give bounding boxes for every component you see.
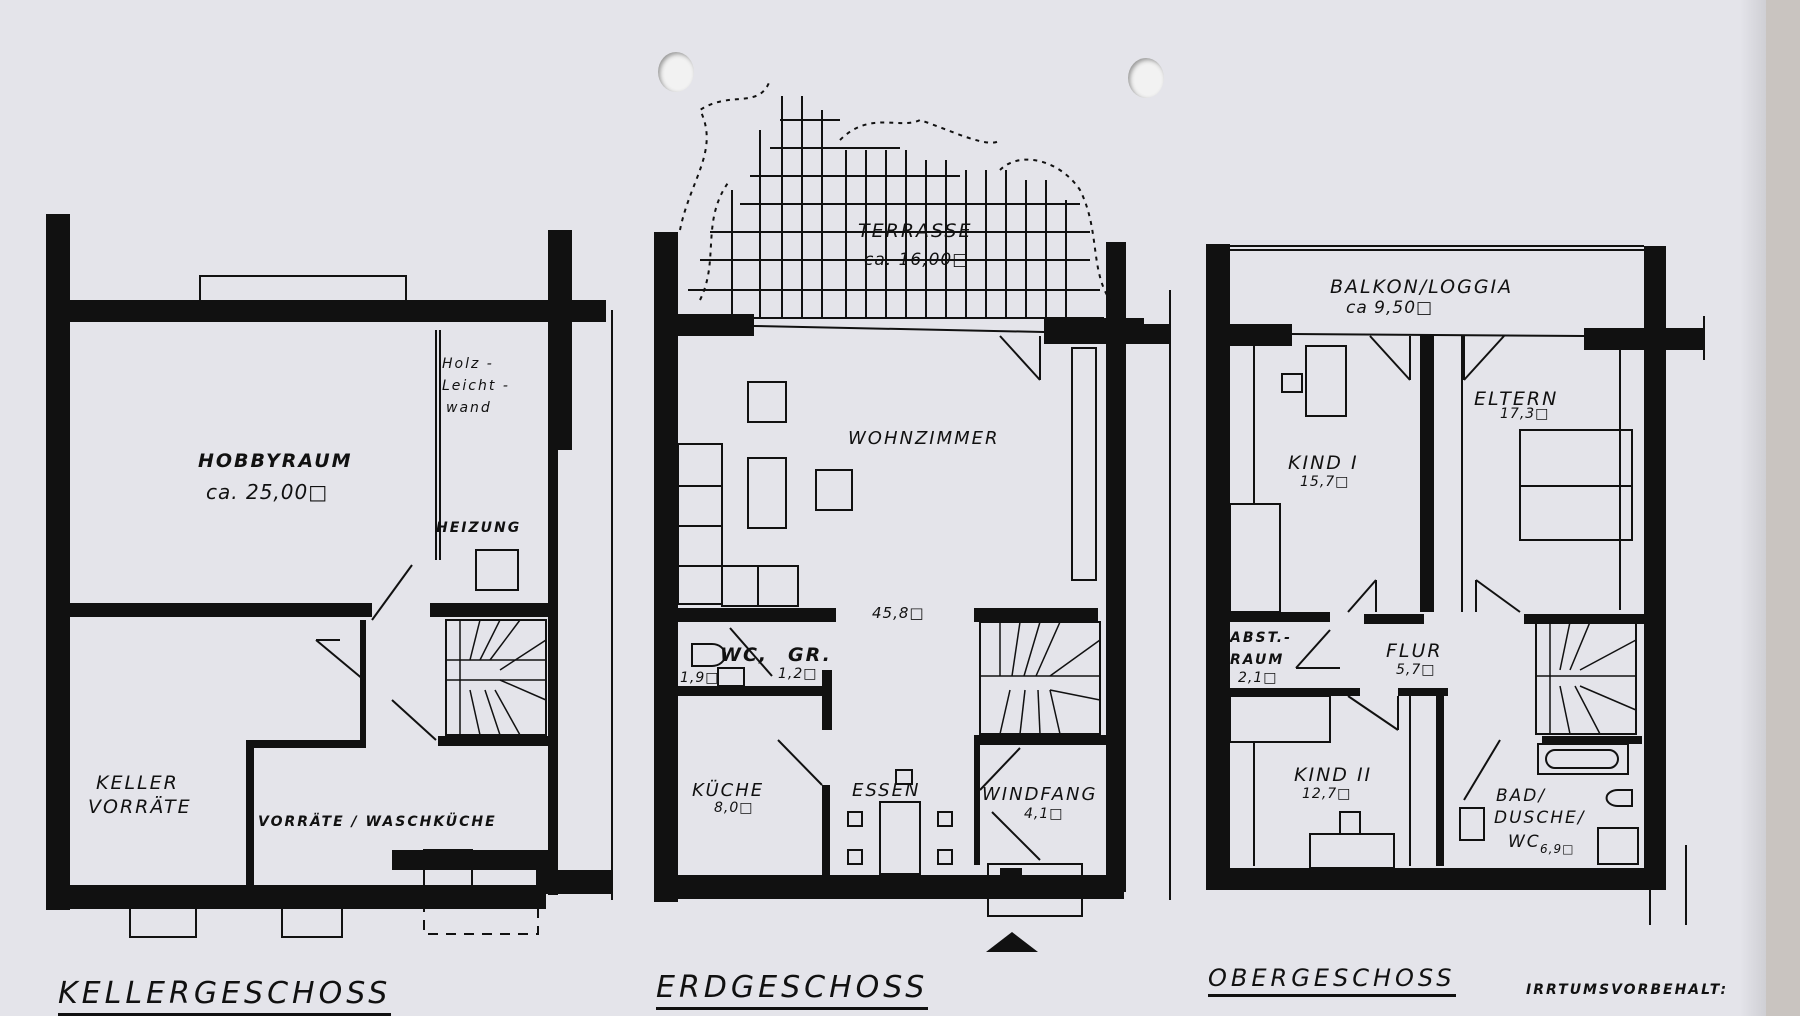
punch-hole <box>658 52 694 92</box>
room-label-abstellraum-raum: RAUM <box>1230 652 1285 668</box>
room-area-flur: 5,7□ <box>1396 662 1436 678</box>
floor-title-text: KELLERGESCHOSS <box>58 976 392 1016</box>
room-area-kueche: 8,0□ <box>714 800 754 816</box>
room-label-flur: FLUR <box>1386 640 1443 662</box>
floor-title-obergeschoss: OBERGESCHOSS <box>1208 964 1456 997</box>
room-label-dusche: DUSCHE/ <box>1494 808 1586 828</box>
floor-title-kellergeschoss: KELLERGESCHOSS <box>58 976 392 1016</box>
room-area-bad: 6,9□ <box>1540 842 1575 856</box>
room-label-waschkueche: VORRÄTE / WASCHKÜCHE <box>258 814 497 830</box>
punch-hole <box>1128 58 1164 98</box>
background-wall <box>1766 0 1800 1016</box>
room-area-eltern: 17,3□ <box>1500 406 1550 422</box>
floor-title-text: ERDGESCHOSS <box>656 970 929 1010</box>
room-area-balkon: ca 9,50□ <box>1346 298 1434 318</box>
room-label-gr: GR. <box>788 644 832 666</box>
room-label-kind1: KIND I <box>1288 452 1359 474</box>
room-area-kind1: 15,7□ <box>1300 474 1350 490</box>
floor-title-erdgeschoss: ERDGESCHOSS <box>656 970 929 1010</box>
room-label-wc: WC, <box>720 644 769 666</box>
room-label-abstellraum: ABST.- <box>1230 630 1292 646</box>
room-label-keller: KELLER <box>96 772 179 794</box>
room-label-heizung: HEIZUNG <box>436 520 522 536</box>
room-area-abstellraum: 2,1□ <box>1238 670 1278 686</box>
room-label-bad: BAD/ <box>1496 786 1547 806</box>
room-label-kind2: KIND II <box>1294 764 1373 786</box>
room-label-essen: ESSEN <box>852 780 921 801</box>
room-label-eltern: ELTERN <box>1474 388 1559 410</box>
annotation-wand: wand <box>446 400 492 416</box>
room-area-hobbyraum: ca. 25,00□ <box>206 480 329 504</box>
room-area-gr: 1,2□ <box>778 666 818 682</box>
room-label-windfang: WINDFANG <box>982 784 1098 805</box>
room-area-kind2: 12,7□ <box>1302 786 1352 802</box>
annotation-holz: Holz - <box>442 356 494 372</box>
room-label-wohnzimmer: WOHNZIMMER <box>848 428 1000 449</box>
room-area-windfang: 4,1□ <box>1024 806 1064 822</box>
paper-edge <box>1740 0 1766 1016</box>
room-label-hobbyraum: HOBBYRAUM <box>198 450 353 472</box>
room-area-terrasse: ca. 16,00□ <box>864 250 970 270</box>
room-label-keller-vorraete: VORRÄTE <box>88 796 192 818</box>
floor-title-text: OBERGESCHOSS <box>1208 964 1456 997</box>
annotation-leicht: Leicht - <box>442 378 510 394</box>
room-area-wohnzimmer: 45,8□ <box>872 604 925 622</box>
room-label-kueche: KÜCHE <box>692 780 765 801</box>
room-area-wc: 1,9□ <box>680 670 720 686</box>
room-label-wc-og: WC <box>1508 832 1541 852</box>
room-label-balkon: BALKON/LOGGIA <box>1330 276 1514 298</box>
disclaimer-note: IRRTUMSVORBEHALT: <box>1526 982 1729 998</box>
room-label-terrasse: TERRASSE <box>858 220 973 242</box>
